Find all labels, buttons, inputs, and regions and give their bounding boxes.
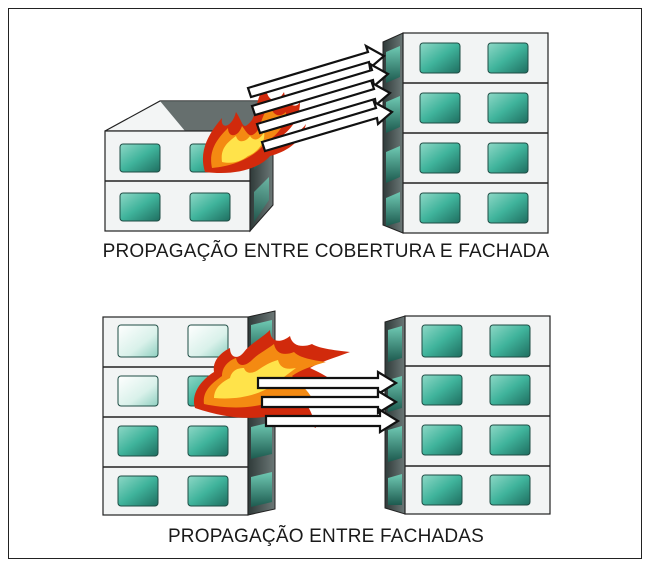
heat-arrows-bottom: [256, 370, 401, 434]
caption-facades: PROPAGAÇÃO ENTRE FACHADAS: [167, 526, 485, 547]
arrow-right-icon: [246, 43, 386, 99]
caption-roof-facade: PROPAGAÇÃO ENTRE COBERTURA E FACHADA: [102, 241, 550, 262]
arrow-right-icon: [255, 80, 392, 135]
arrow-right-icon: [264, 408, 401, 434]
arrow-right-icon: [256, 370, 399, 396]
heat-arrows-top: [246, 43, 394, 153]
arrow-right-icon: [260, 389, 399, 415]
arrow-right-icon: [250, 61, 390, 117]
arrow-right-icon: [260, 99, 394, 153]
building-right-top: [382, 32, 549, 234]
building-right-bottom: [384, 315, 551, 515]
